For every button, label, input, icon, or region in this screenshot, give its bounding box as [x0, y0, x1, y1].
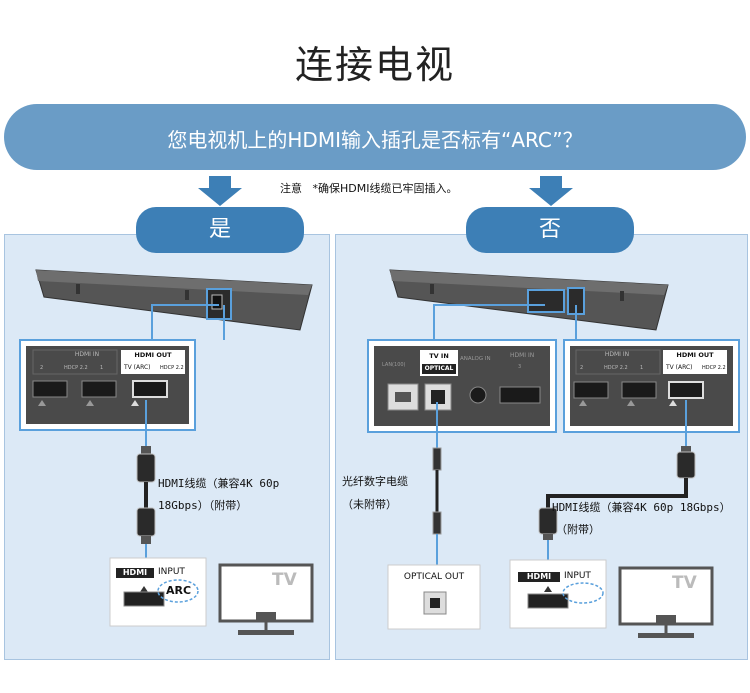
yes-hdcp-in-label: HDCP 2.2	[64, 365, 88, 371]
no-down-arrow	[529, 176, 573, 206]
no-hdmi-cable	[538, 400, 696, 592]
no-optical-out-panel	[387, 564, 481, 630]
yes-tv-text: TV	[272, 570, 297, 590]
no-soundbar	[389, 269, 669, 331]
no-label: 否	[466, 207, 634, 253]
no-cable-label-line1: HDMI线缆（兼容4K 60p 18Gbps）	[552, 501, 731, 514]
no-hdmi-logo: HDMI	[526, 572, 552, 581]
no-hdmi-in-label: HDMI IN	[604, 351, 630, 358]
yes-cable-label-line1: HDMI线缆（兼容4K 60p	[158, 477, 280, 490]
yes-hdcp-out-label: HDCP 2.2	[160, 365, 184, 371]
question-text: 您电视机上的HDMI输入插孔是否标有“ARC”？	[167, 128, 583, 152]
no-back-panel-right	[563, 339, 740, 433]
note-text: 注意 *确保HDMI线缆已牢固插入。	[280, 182, 458, 195]
no-optical-label-line1: 光纤数字电缆	[342, 475, 408, 488]
no-optical-out-label: OPTICAL OUT	[403, 572, 465, 582]
yes-leader-line	[151, 304, 219, 340]
yes-down-arrow	[198, 176, 242, 206]
yes-port-1-label: 1	[100, 365, 104, 371]
yes-back-panel	[19, 339, 196, 431]
no-tv-arc-label: TV (ARC)	[666, 364, 693, 371]
no-tv-input-label: INPUT	[564, 571, 591, 581]
no-hdmi-out-label: HDMI OUT	[676, 351, 714, 359]
no-optical-label: OPTICAL	[422, 364, 456, 374]
no-port-1-label: 1	[640, 365, 644, 371]
yes-cable-label-line2: 18Gbps）（附带）	[158, 499, 248, 512]
yes-port-2-label: 2	[40, 365, 44, 371]
no-port-3-label: 3	[518, 364, 522, 370]
no-back-panel-left	[367, 339, 557, 433]
yes-hdmi-out-label: HDMI OUT	[134, 351, 172, 359]
page-title: 连接电视	[294, 43, 455, 87]
yes-tv-icon	[218, 563, 314, 635]
no-leader-line-left	[433, 304, 545, 340]
no-optical-label-line2: （未附带）	[342, 498, 397, 511]
yes-tv-input-label: INPUT	[158, 567, 185, 577]
no-cable-label-line2: （附带）	[556, 523, 600, 536]
no-hdcp-out-label: HDCP 2.2	[702, 365, 726, 371]
no-analog-in-label: ANALOG IN	[460, 356, 491, 362]
yes-tv-arc-label: TV (ARC)	[124, 364, 151, 371]
yes-arc-label: ARC	[166, 584, 192, 597]
no-hdcp-in-label: HDCP 2.2	[604, 365, 628, 371]
no-tv-icon	[618, 566, 714, 638]
no-tv-input-panel	[509, 559, 607, 629]
no-tv-text: TV	[672, 573, 697, 593]
yes-hdmi-in-label: HDMI IN	[74, 351, 100, 358]
no-hdmi-in-small-label: HDMI IN	[510, 352, 535, 359]
no-tv-in-label: TV IN	[429, 352, 449, 360]
no-port-2-label: 2	[580, 365, 584, 371]
question-banner	[4, 104, 746, 170]
yes-label: 是	[136, 207, 304, 253]
yes-tv-input-panel	[109, 557, 207, 627]
yes-hdmi-logo: HDMI	[122, 568, 148, 577]
no-optical-cable	[432, 402, 442, 565]
no-lan-label: LAN(100)	[382, 362, 406, 368]
